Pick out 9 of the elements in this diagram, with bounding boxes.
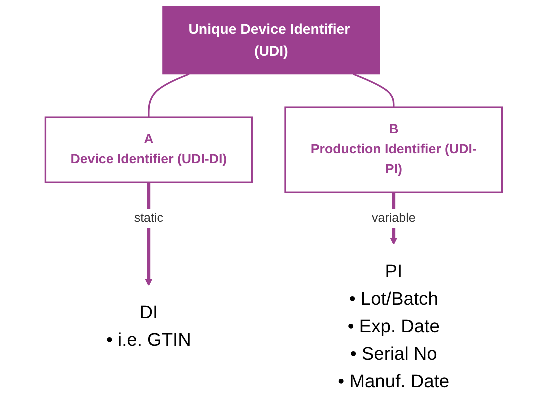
node-box: Unique Device Identifier (UDI) — [162, 6, 380, 75]
node-text: DI • i.e. GTIN — [106, 302, 192, 350]
connector — [148, 73, 190, 118]
connector — [353, 73, 395, 108]
node-box: A Device Identifier (UDI-DI) — [44, 116, 253, 184]
edge-label: variable — [372, 210, 416, 226]
edge-label: static — [134, 210, 164, 226]
node-box: B Production Identifier (UDI-PI) — [284, 106, 504, 194]
node-text: PI • Lot/Batch • Exp. Date • Serial No • Manuf. Date — [338, 260, 450, 392]
